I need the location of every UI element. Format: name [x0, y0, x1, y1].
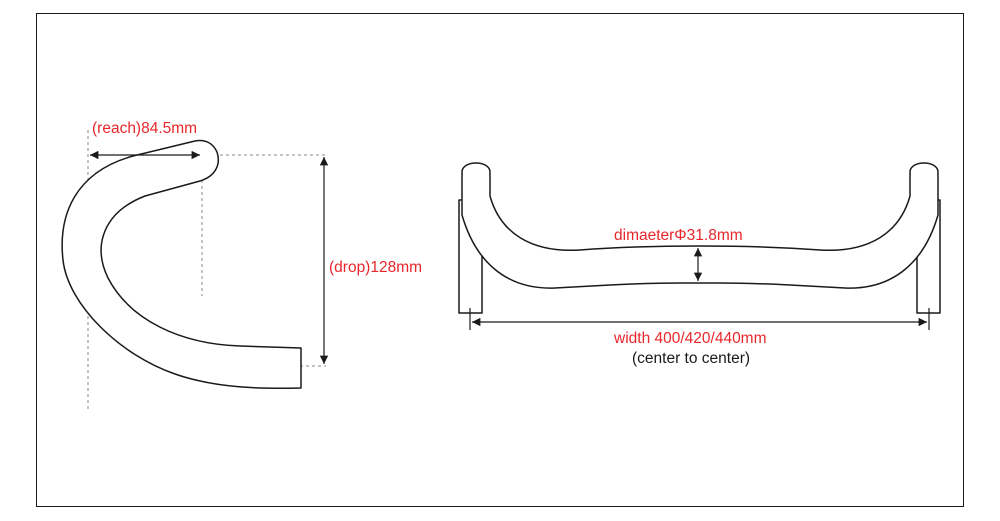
reach-label: (reach)84.5mm [92, 120, 197, 137]
width-note: (center to center) [632, 350, 750, 367]
drop-label: (drop)128mm [329, 259, 422, 276]
diagram-border [36, 13, 964, 507]
handlebar-front-profile [461, 162, 939, 289]
front-view: dimaeterΦ31.8mm width 400/420/440mm (cen… [458, 162, 941, 367]
handlebar-side-profile [61, 139, 302, 390]
diameter-label: dimaeterΦ31.8mm [614, 227, 743, 244]
width-label: width 400/420/440mm [613, 330, 767, 347]
side-view: (reach)84.5mm (drop)128mm [61, 120, 422, 410]
